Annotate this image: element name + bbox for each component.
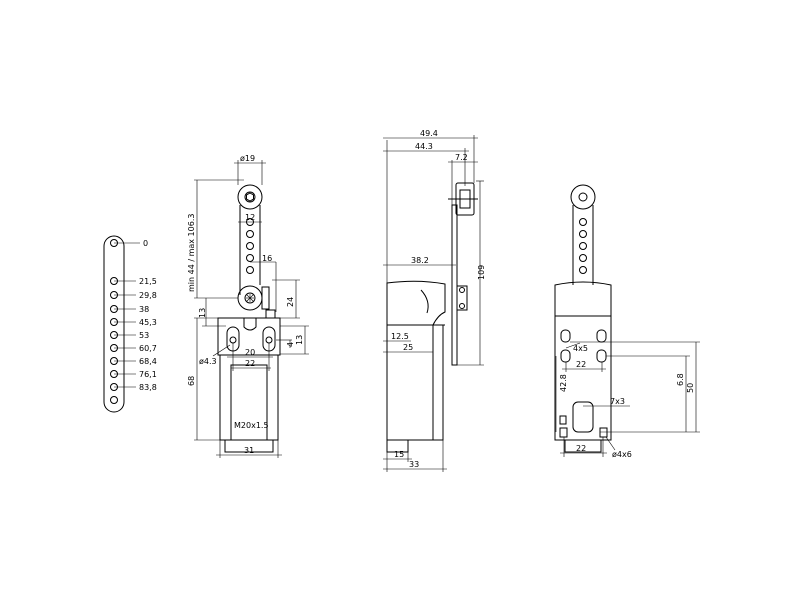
head-notch (243, 318, 257, 331)
lever-holes (246, 218, 254, 274)
side-body (386, 325, 444, 441)
dim-mount-spacing-rear: 22 (576, 444, 586, 453)
scale-tick-label: 29,8 (139, 291, 157, 300)
scale-holes (110, 239, 118, 404)
dim-slot-spacing: 22 (576, 360, 586, 369)
roller-axle (244, 191, 256, 203)
scale-strip (103, 235, 125, 413)
rear-gland (564, 439, 602, 453)
scale-tick-label: 53 (139, 331, 149, 340)
dim-mount-height-b: 6.8 (676, 373, 685, 386)
scale-hole (110, 396, 118, 404)
rear-hole (599, 427, 608, 438)
dim-lever-reach: 44.3 (415, 142, 433, 151)
rear-lever-holes (579, 218, 587, 274)
scale-tick-label: 76,1 (139, 370, 157, 379)
dim-pivot-height: 24 (286, 297, 295, 307)
dim-roller-width: 7.2 (455, 153, 468, 162)
dim-total-width: 49.4 (420, 129, 438, 138)
plunger-tab (265, 309, 276, 319)
dim-lever-step: 12 (245, 213, 255, 222)
scale-tick-label: 0 (143, 239, 148, 248)
dim-slot-size: 7x3 (610, 397, 625, 406)
pivot-clamp (261, 286, 270, 310)
rear-slot (560, 329, 571, 343)
dim-lever-offset: 38.2 (411, 256, 429, 265)
dim-lever-length: min 44 / max 106.3 (187, 214, 196, 292)
front-view: M20x1.5 (187, 154, 309, 458)
dim-hole-dia: ø4.3 (199, 357, 217, 366)
dim-mount-spacing: 22 (245, 359, 255, 368)
dim-overall-height: 50 (686, 383, 695, 393)
side-lever (451, 204, 458, 366)
scale-tick-label: 45,3 (139, 318, 157, 327)
roller-hex-nut (246, 192, 254, 202)
rear-slot (560, 349, 571, 363)
side-pivot (456, 285, 468, 311)
dim-hole-callout: ø4x6 (612, 450, 632, 459)
switch-head (217, 317, 281, 356)
dim-pivot-offset: 16 (262, 254, 272, 263)
dim-base-small: 15 (394, 450, 404, 459)
lever-arm (239, 205, 261, 295)
scale-tick-label: 38 (139, 305, 149, 314)
dim-body-width: 31 (244, 446, 254, 455)
rear-lever (572, 205, 594, 285)
rear-view: 4x5 22 42.8 6.8 50 7x3 22 ø4x6 (554, 184, 700, 459)
scale-tick-label: 68,4 (139, 357, 157, 366)
side-head (386, 280, 446, 326)
roller (237, 184, 263, 210)
rear-dimension-lines (555, 341, 700, 457)
rear-slot (596, 329, 607, 343)
dim-plunger-right: 13 (295, 335, 304, 345)
dim-mount-height: 42.8 (559, 374, 568, 392)
scale-tick-label: 21,5 (139, 277, 157, 286)
cable-gland (224, 439, 274, 453)
dim-body-height: 68 (187, 376, 196, 386)
dim-inner-width: 20 (245, 348, 255, 357)
rear-roller (570, 184, 596, 210)
dim-roller-dia: ø19 (240, 154, 255, 163)
side-view: 49.4 44.3 7.2 38.2 109 12.5 25 15 33 (383, 129, 486, 472)
front-dimension-lines (194, 160, 309, 458)
rear-head (554, 281, 612, 317)
dim-total-height: 109 (477, 265, 486, 280)
dim-slot-callout: 4x5 (573, 344, 588, 353)
pivot-center (244, 292, 256, 304)
scale-tick-label: 83,8 (139, 383, 157, 392)
scale-leaders (114, 242, 140, 388)
pivot-star (246, 294, 254, 302)
rear-slot (596, 349, 607, 363)
side-gland (386, 439, 409, 453)
dim-base-width: 33 (409, 460, 419, 469)
dim-plunger-left: 13 (198, 308, 207, 318)
dim-base-to-step: 25 (403, 343, 413, 352)
side-dimension-lines (383, 135, 484, 472)
thread-label: M20x1.5 (234, 421, 269, 430)
scale-tick-label: 60,7 (139, 344, 157, 353)
rear-small-slot (559, 415, 567, 425)
dim-plunger-small: 4 (286, 342, 295, 347)
dim-step: 12.5 (391, 332, 409, 341)
rear-center-slot (572, 401, 594, 433)
scale-view: 0 21,5 29,8 38 45,3 53 60,7 68,4 76,1 83… (103, 235, 157, 413)
rear-hole (559, 427, 568, 438)
